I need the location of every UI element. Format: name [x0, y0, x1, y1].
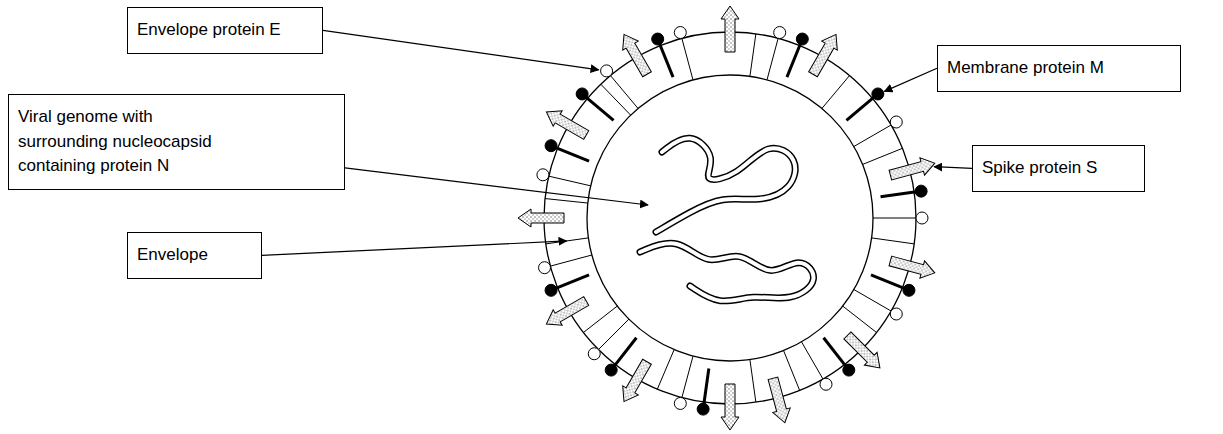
leader-arrow [262, 241, 567, 255]
membrane-line [598, 319, 628, 349]
membrane-protein-line [824, 338, 846, 366]
membrane-line [873, 218, 916, 219]
membrane-line [822, 76, 850, 109]
membrane-protein-dot [915, 185, 927, 197]
membrane-protein-dot [545, 140, 557, 152]
spike-protein [518, 209, 564, 227]
membrane-protein-line [787, 44, 800, 77]
membrane-protein-dot [903, 284, 915, 296]
envelope-protein-circle [890, 308, 902, 320]
spike-protein [542, 104, 591, 143]
spike-protein [805, 30, 844, 79]
membrane-protein-dot [697, 403, 709, 415]
membrane-line [750, 34, 756, 77]
label-box: Spike protein S [972, 145, 1145, 192]
label-box: Membrane protein M [937, 45, 1181, 92]
leader-lines [262, 30, 972, 255]
membrane-protein-dot [796, 33, 808, 45]
spike-protein [616, 357, 655, 406]
membrane-protein-line [556, 275, 589, 288]
membrane-protein-dot [576, 88, 588, 100]
membrane-protein-dot [872, 88, 884, 100]
envelope-protein-circle [674, 397, 686, 409]
membrane-line [784, 351, 800, 391]
envelope-protein-circle [674, 27, 686, 39]
membrane-line [682, 356, 693, 398]
envelope-protein-circle [820, 378, 832, 390]
membrane-line [750, 360, 756, 403]
membrane-line [682, 38, 693, 80]
membrane-protein-line [614, 338, 636, 366]
label-box: Envelope [127, 232, 262, 279]
spike-protein [616, 30, 655, 79]
membrane-line [767, 38, 778, 80]
membrane-protein-dot [843, 364, 855, 376]
membrane-line [550, 255, 592, 266]
genome-ribbon-fill [656, 138, 795, 232]
envelope-protein-circle [537, 169, 549, 181]
spike-protein [841, 329, 886, 374]
label-box: Envelope protein E [127, 7, 323, 54]
membrane-line [843, 306, 877, 332]
membrane-protein-line [556, 148, 589, 161]
membrane-line [854, 290, 891, 312]
spike-protein [764, 376, 793, 425]
outer-membrane [544, 32, 916, 404]
envelope-protein-circle [539, 262, 551, 274]
membrane-protein-line [846, 97, 874, 120]
label-text: Spike protein S [982, 156, 1135, 181]
label-text: Envelope [137, 243, 252, 268]
label-box: Viral genome with surrounding nucleocaps… [8, 94, 345, 190]
membrane-line [854, 125, 891, 147]
envelope-protein-circle [916, 212, 928, 224]
membrane-protein-line [881, 192, 917, 197]
label-text: Viral genome with surrounding nucleocaps… [18, 105, 240, 179]
membrane-line [601, 84, 631, 115]
membrane-line [545, 199, 588, 203]
membrane-line [610, 76, 638, 109]
envelope-protein-circle [774, 27, 786, 39]
inner-membrane [587, 75, 873, 361]
membrane-line [657, 350, 674, 390]
membrane-line [549, 176, 591, 186]
leader-arrow [934, 167, 972, 169]
label-text: Envelope protein E [137, 18, 313, 43]
label-text: Membrane protein M [947, 56, 1171, 81]
membrane-protein-dot [545, 284, 557, 296]
membrane-line [546, 238, 589, 244]
viral-genome [640, 138, 813, 301]
membrane-protein-line [704, 369, 709, 405]
spike-protein [888, 252, 937, 281]
membrane-protein-dot [652, 33, 664, 45]
membrane-line [583, 306, 617, 332]
membrane-line [872, 238, 915, 244]
envelope-protein-circle [890, 116, 902, 128]
genome-ribbon [656, 138, 795, 232]
membrane-protein-line [586, 97, 614, 120]
membrane-protein-dot [605, 364, 617, 376]
membrane-protein-line [660, 44, 673, 77]
virus-body [518, 6, 937, 430]
membrane-line [802, 342, 824, 379]
spike-protein [721, 384, 739, 430]
genome-ribbon [640, 243, 813, 301]
spike-protein [721, 6, 739, 52]
leader-arrow [345, 168, 648, 205]
spike-protein [888, 154, 937, 183]
membrane-protein-line [871, 275, 904, 288]
envelope-protein-circle [588, 348, 600, 360]
envelope-protein-circle [601, 65, 613, 77]
leader-arrow [884, 68, 937, 91]
leader-arrow [323, 30, 599, 69]
membrane-line [863, 148, 903, 164]
genome-ribbon-fill [640, 243, 813, 301]
spike-protein [542, 293, 591, 332]
